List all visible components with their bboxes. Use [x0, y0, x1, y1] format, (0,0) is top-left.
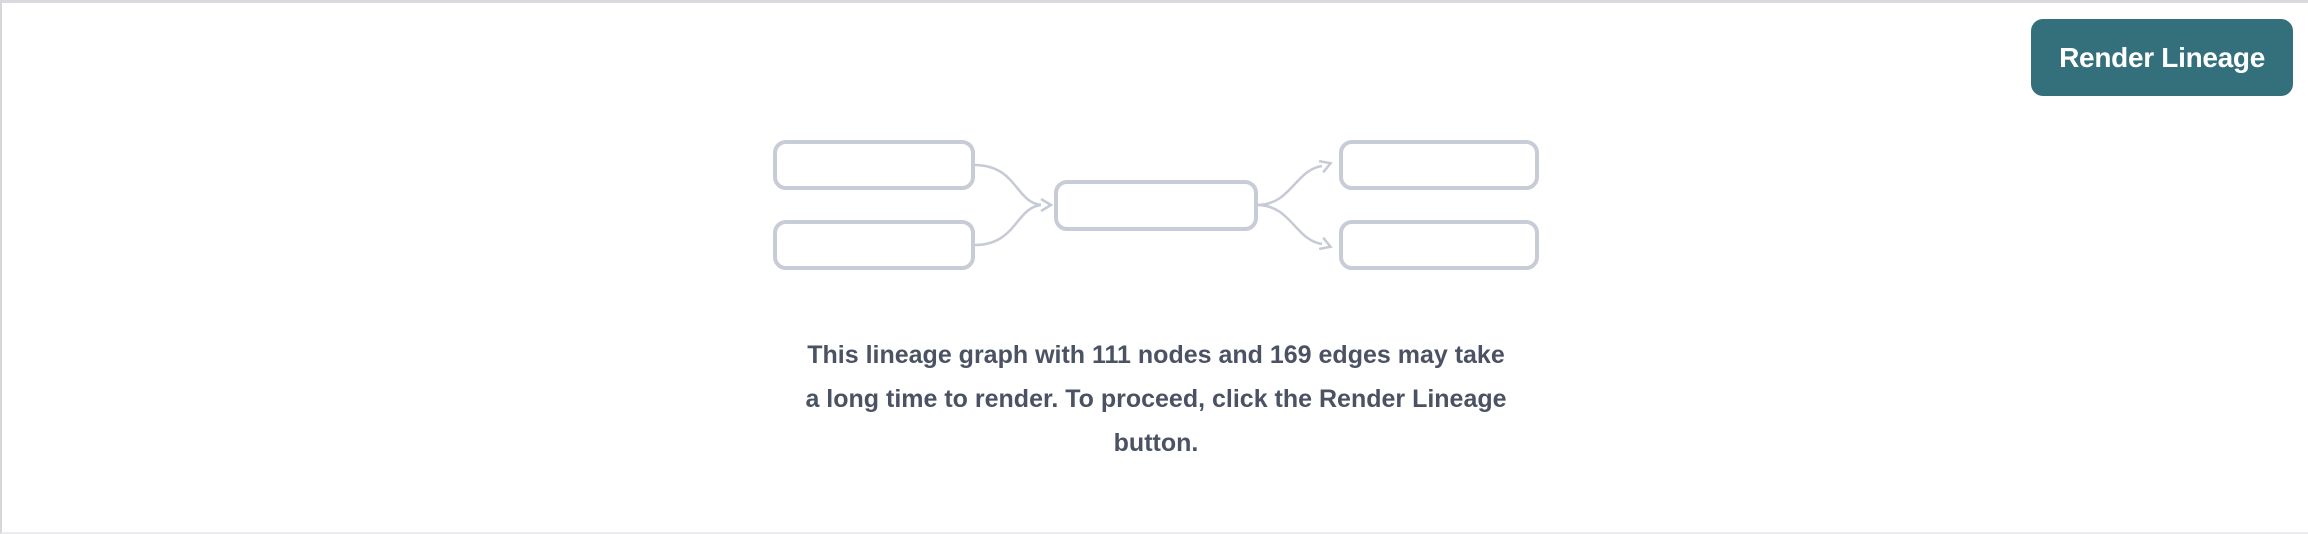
preview-node-downstream-top — [1339, 140, 1539, 190]
preview-node-downstream-bottom — [1339, 220, 1539, 270]
preview-node-middle — [1054, 180, 1258, 231]
message-line-1: This lineage graph with 111 nodes and 16… — [807, 341, 1505, 369]
preview-node-upstream-top — [773, 140, 975, 190]
preview-edge — [973, 163, 1042, 207]
preview-edge — [1256, 203, 1323, 246]
message-line-3: button. — [1113, 429, 1199, 457]
message-line-2: a long time to render. To proceed, click… — [805, 385, 1507, 413]
render-lineage-button[interactable]: Render Lineage — [2031, 19, 2293, 96]
render-warning-message: This lineage graph with 111 nodes and 16… — [656, 333, 1656, 465]
arrowhead-icon — [1318, 236, 1333, 251]
arrowhead-icon — [1040, 197, 1054, 213]
preview-node-upstream-bottom — [773, 220, 975, 270]
preview-edge — [1256, 164, 1323, 207]
lineage-preview-diagram — [773, 140, 1539, 270]
arrowhead-icon — [1318, 159, 1333, 174]
preview-edge — [973, 203, 1042, 247]
